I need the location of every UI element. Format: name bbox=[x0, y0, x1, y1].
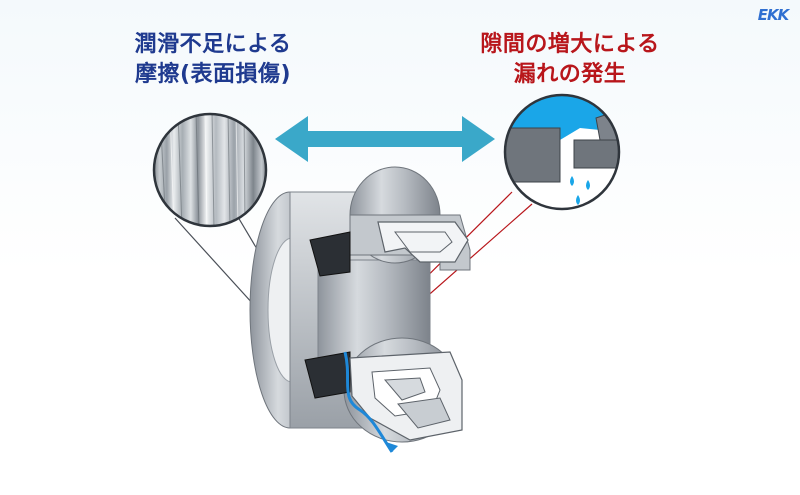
leak-label-line1: 隙間の増大による bbox=[480, 32, 660, 57]
friction-label-line2: 摩擦(表面損傷) bbox=[134, 62, 292, 87]
seal-assembly bbox=[249, 166, 471, 453]
worn-surface-closeup bbox=[152, 112, 268, 228]
water-droplet-icon bbox=[570, 176, 590, 205]
double-headed-arrow-icon bbox=[275, 116, 495, 162]
friction-label: 潤滑不足による 摩擦(表面損傷) bbox=[98, 30, 328, 90]
leak-label-line2: 漏れの発生 bbox=[513, 62, 627, 87]
friction-label-line1: 潤滑不足による bbox=[134, 32, 292, 57]
brand-logo: EKK bbox=[757, 6, 790, 24]
leak-label: 隙間の増大による 漏れの発生 bbox=[455, 30, 685, 90]
gap-leak-closeup bbox=[503, 93, 621, 211]
